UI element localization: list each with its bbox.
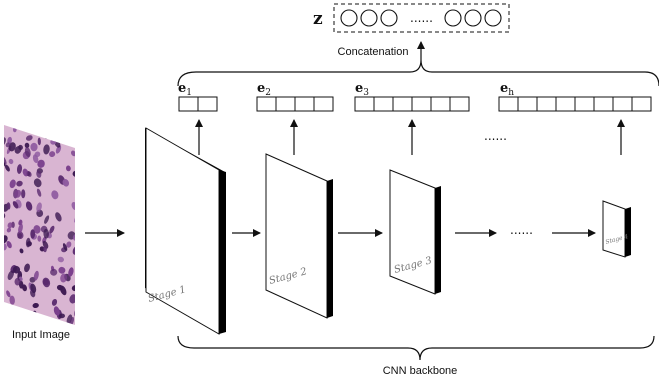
embedding-cell (612, 96, 633, 112)
embedding-e3 (354, 96, 470, 112)
embedding-cell (517, 96, 538, 112)
stage-2-block (265, 153, 333, 319)
embedding-cell (178, 96, 199, 112)
embedding-cell (449, 96, 470, 112)
concatenation-brace (177, 59, 659, 87)
z-cell (464, 9, 482, 27)
embedding-cell (373, 96, 394, 112)
concatenation-label: Concatenation (338, 46, 409, 58)
stage-3-block (389, 169, 441, 295)
embedding-cell (498, 96, 519, 112)
z-cell (380, 9, 398, 27)
backbone-brace (177, 335, 655, 361)
embedding-cell (313, 96, 334, 112)
stage-ellipsis: ...... (510, 223, 533, 237)
embedding-cell (593, 96, 614, 112)
embedding-eh (498, 96, 652, 112)
embedding-e1 (178, 96, 218, 112)
input-image-label: Input Image (12, 329, 70, 341)
embedding-cell (392, 96, 413, 112)
z-vector-cells (340, 9, 502, 27)
backbone-label: CNN backbone (383, 365, 458, 377)
z-cell (340, 9, 358, 27)
z-cell (444, 9, 462, 27)
embedding-cell (631, 96, 652, 112)
stage-1-block (145, 127, 226, 335)
z-vector-box (333, 3, 510, 33)
embedding-cell (555, 96, 576, 112)
z-cell (360, 9, 378, 27)
embedding-e2 (256, 96, 334, 112)
z-ellipsis: ...... (410, 11, 433, 25)
embedding-cell (294, 96, 315, 112)
embedding-e1-label: e1 (178, 81, 192, 98)
z-label: z (313, 9, 323, 29)
vector-ellipsis: ...... (484, 129, 507, 143)
embedding-cell (430, 96, 451, 112)
input-image (4, 125, 75, 325)
embedding-cell (275, 96, 296, 112)
embedding-eh-label: eh (500, 81, 514, 98)
embedding-cell (197, 96, 218, 112)
embedding-cell (354, 96, 375, 112)
z-cell (484, 9, 502, 27)
embedding-cell (574, 96, 595, 112)
embedding-cell (256, 96, 277, 112)
embedding-cell (536, 96, 557, 112)
stage-4-block (602, 200, 631, 258)
embedding-e2-label: e2 (257, 81, 271, 98)
embedding-cell (411, 96, 432, 112)
embedding-e3-label: e3 (355, 81, 369, 98)
